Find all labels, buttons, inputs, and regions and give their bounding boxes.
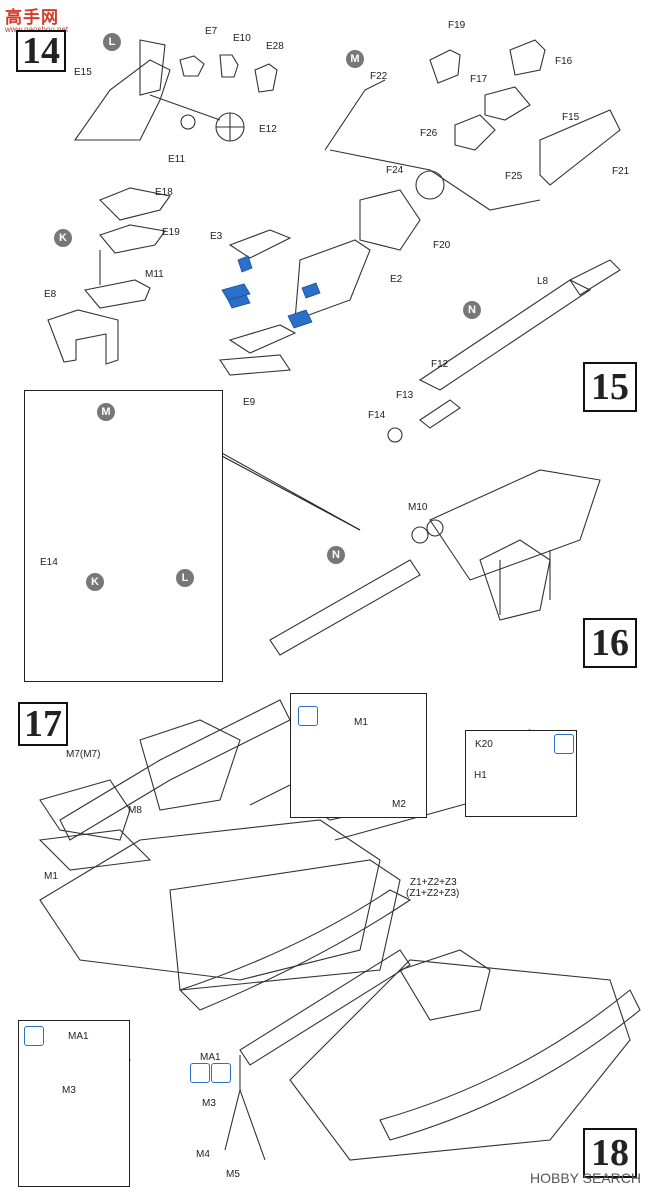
part-label: F17 [470,74,488,85]
hobby-search-watermark: HOBBY SEARCH [530,1170,641,1186]
paint-brush-icon [24,1026,44,1046]
part-label: MA1 [68,1031,89,1042]
part-label: M5 [226,1169,240,1180]
step-number-14: 14 [16,30,66,72]
part-label: E15 [74,67,92,78]
watermark-url: www.gaoshou.net [5,25,68,34]
part-label: E3 [210,231,223,242]
part-label: M4 [196,1149,210,1160]
part-label: (Z1+Z2+Z3) [406,888,460,899]
tank-hull-final [289,959,631,1161]
paint-brush-icon [554,734,574,754]
gun-cradle-part [73,59,171,141]
step-number-16: 16 [583,618,637,668]
callout-N-step16: N [327,546,345,564]
assembled-gun-mount [429,469,601,581]
part-label: F19 [448,20,466,31]
part-label: F22 [370,71,388,82]
part-label: E19 [162,227,180,238]
part-label: F26 [420,128,438,139]
part-label: F15 [562,112,580,123]
part-label: F16 [555,56,573,67]
recoil-cylinder-part [294,239,371,321]
part-label: K20 [475,739,493,750]
callout-N: N [463,301,481,319]
part-label: F12 [431,359,449,370]
part-label: E2 [390,274,403,285]
part-label: F25 [505,171,523,182]
part-label: E7 [205,26,218,37]
step-number-17: 17 [18,702,68,746]
part-label: M2 [392,799,406,810]
paint-color-icon [190,1063,210,1083]
part-label: M7(M7) [66,749,101,760]
track-assembly [178,889,412,1011]
part-label: F13 [396,390,414,401]
callout-K: K [54,229,72,247]
part-label: E9 [243,397,256,408]
site-watermark: 高手网 www.gaoshou.net [3,3,95,37]
part-label: M1 [44,871,58,882]
part-label: M10 [408,502,428,513]
callout-L: L [103,33,121,51]
watermark-title: 高手网 [5,8,59,27]
step-number-18: 18 [583,1128,637,1178]
gun-barrel-assembled [59,699,291,841]
part-label: H1 [474,770,487,781]
part-label: E11 [168,154,186,165]
step-16-subassembly-inset [24,390,223,682]
part-label: E18 [155,187,173,198]
tank-hull [39,819,381,981]
part-label: F24 [386,165,404,176]
part-label: M1 [354,717,368,728]
paint-color-icon [211,1063,231,1083]
part-label: M11 [145,269,164,280]
callout-K-inset: K [86,573,104,591]
part-label: M3 [62,1085,76,1096]
part-label: E8 [44,289,57,300]
brand-text: HOBBY SEARCH [530,1170,641,1186]
part-label: M8 [128,805,142,816]
gun-shield-frame [539,109,621,186]
part-label: F14 [368,410,386,421]
callout-L-inset: L [176,569,194,587]
step-18-inset-ma1 [18,1020,130,1187]
callout-M-inset: M [97,403,115,421]
part-label: L8 [537,276,549,287]
step-number-15: 15 [583,362,637,412]
part-label: E10 [233,33,251,44]
gun-barrel-part [418,279,592,391]
part-label: F20 [433,240,451,251]
part-label: F21 [612,166,630,177]
callout-M: M [346,50,364,68]
part-label: M3 [202,1098,216,1109]
part-label: MA1 [200,1052,221,1063]
part-label: E12 [259,124,277,135]
part-label: E14 [40,557,58,568]
highlighted-parts [221,255,321,329]
paint-brush-icon [298,706,318,726]
part-label: E28 [266,41,284,52]
part-label: Z1+Z2+Z3 [410,877,457,888]
